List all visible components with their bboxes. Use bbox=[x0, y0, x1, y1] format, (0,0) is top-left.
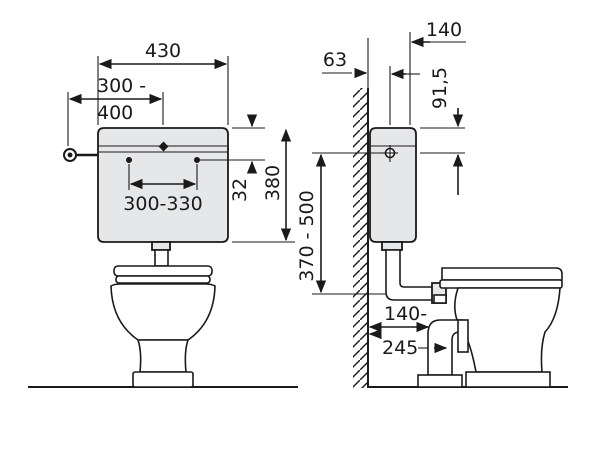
flush-pipe-front bbox=[151, 241, 171, 251]
dimension-mount-height: 370 - 500 bbox=[296, 152, 386, 295]
dim-cistern-height-label: 380 bbox=[262, 165, 284, 201]
dimension-flush-outlet: 91,5 bbox=[389, 66, 465, 195]
dim-pan-distance-label: 245 bbox=[382, 337, 418, 359]
dim-fixing-holes-label: 300-330 bbox=[123, 193, 202, 215]
dim-mount-height-label: 370 - 500 bbox=[296, 190, 318, 281]
dimension-lever-range: 300 - 400 bbox=[67, 75, 164, 146]
side-view: 63 140 91,5 370 - 500 bbox=[296, 19, 568, 388]
cistern-side bbox=[369, 127, 417, 243]
toilet-side bbox=[417, 267, 563, 388]
dimension-pan-connector: 140- bbox=[368, 303, 430, 333]
dimension-top-offset: 32 bbox=[200, 114, 265, 202]
dim-top-offset-label: 32 bbox=[229, 178, 251, 202]
dimension-cistern-height: 380 bbox=[232, 128, 295, 243]
dimension-cistern-depth: 140 bbox=[409, 19, 466, 125]
dim-cistern-depth-label: 140 bbox=[426, 19, 462, 41]
dim-wall-offset-label: 63 bbox=[323, 49, 347, 71]
flush-lever-icon bbox=[63, 148, 100, 162]
dim-lever-range-bottom-label: 400 bbox=[97, 102, 133, 124]
dimension-wall-offset: 63 bbox=[322, 38, 369, 88]
dimension-width: 430 bbox=[97, 40, 229, 125]
fixing-hole-right-icon bbox=[194, 157, 200, 163]
toilet-front bbox=[110, 265, 216, 388]
dim-flush-outlet-label: 91,5 bbox=[429, 67, 451, 109]
dim-lever-range-top-label: 300 - bbox=[97, 75, 146, 97]
cistern-front bbox=[97, 127, 229, 243]
front-view: 430 300 - 400 300-330 32 bbox=[28, 40, 298, 388]
dimension-fixing-holes: 300-330 bbox=[123, 164, 203, 215]
fixing-hole-left-icon bbox=[126, 157, 132, 163]
flush-pipe-side bbox=[385, 249, 435, 301]
dim-width-label: 430 bbox=[145, 40, 181, 62]
dim-pan-connector-label: 140- bbox=[384, 303, 427, 325]
wall-hatching bbox=[353, 88, 368, 388]
dimension-pan-distance: 245 bbox=[368, 328, 448, 359]
